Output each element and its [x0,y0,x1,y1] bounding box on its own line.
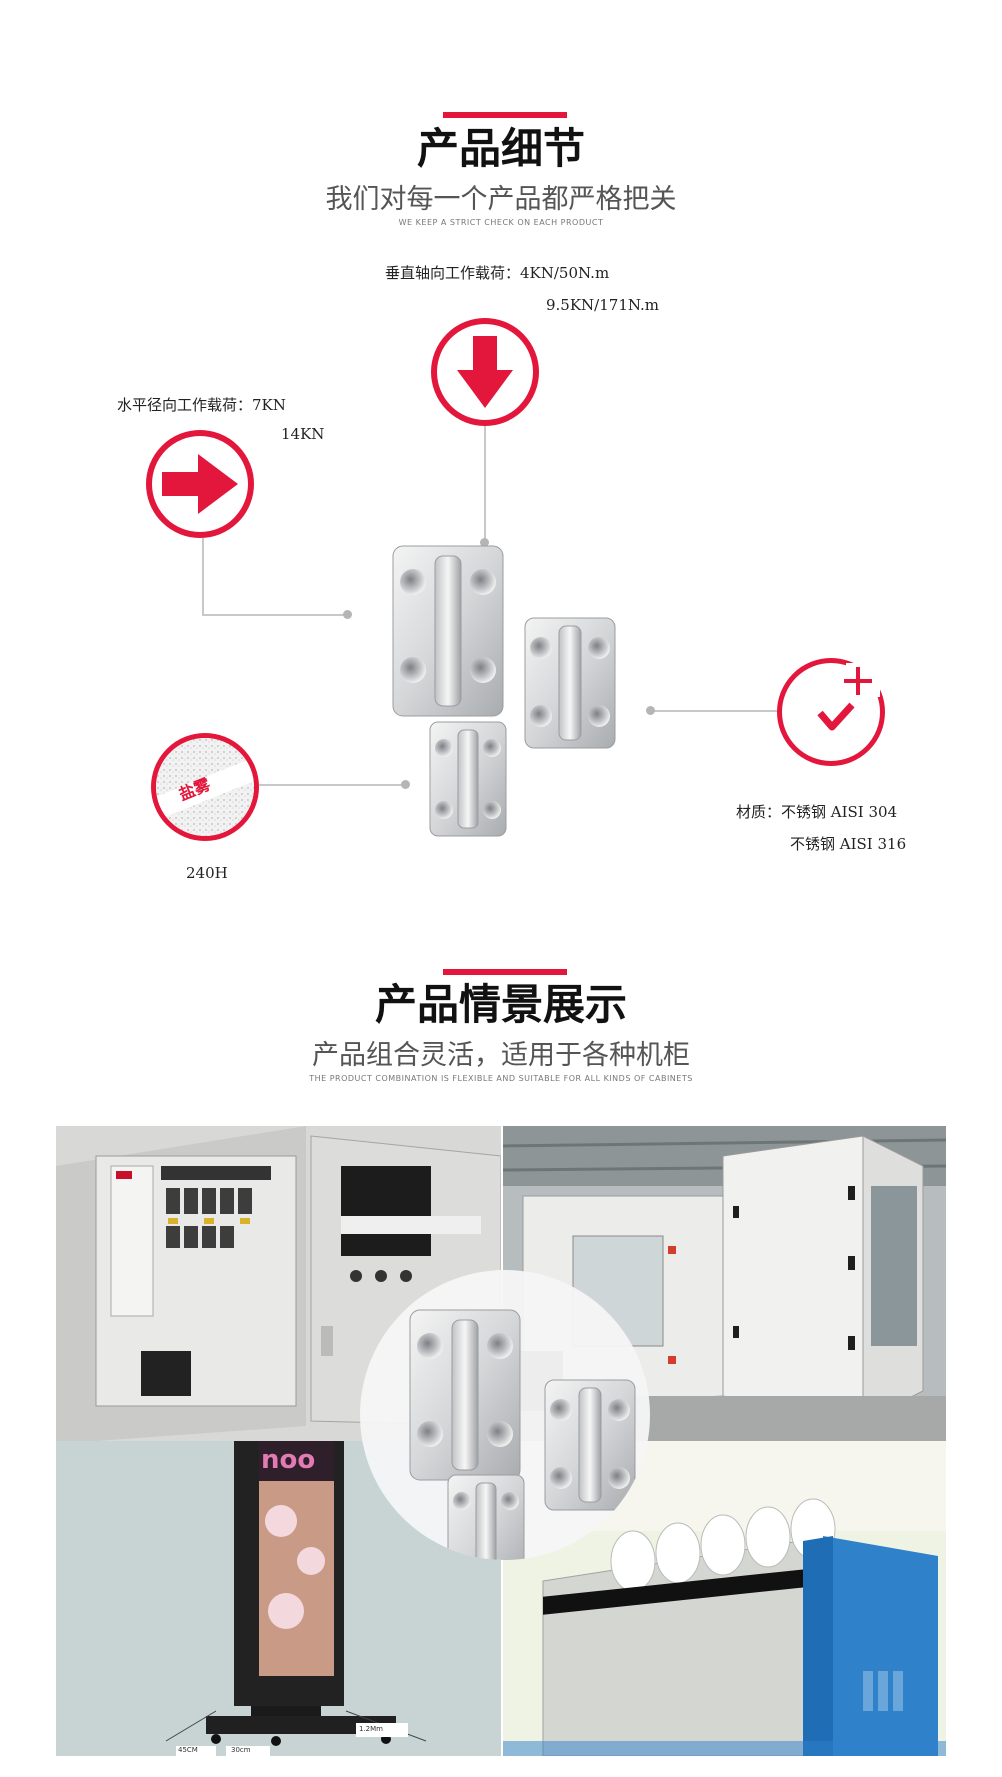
clock-plus-icon [817,663,880,731]
section-title-scenes: 产品情景展示 [374,980,627,1029]
arrow-down-icon [457,336,513,408]
section-tagline-scenes: THE PRODUCT COMBINATION IS FLEXIBLE AND … [309,1074,693,1083]
section-title-details: 产品细节 [416,124,585,173]
dimension-label-2: 30cm [231,1746,251,1754]
salt-spray-hours: 240H [186,864,228,882]
vertical-load-value-2: 9.5KN/171N.m [546,296,660,314]
connector-dot-vertical [480,538,489,547]
hinge-product-image [392,545,616,837]
connector-salt [259,784,403,786]
title-accent-bar [443,112,567,118]
section-subtitle-details: 我们对每一个产品都严格把关 [325,184,677,215]
salt-spray-badge: 盐雾 [151,733,259,841]
vertical-load-badge [431,318,539,426]
horizontal-load-badge [146,430,254,538]
horizontal-load-value-2: 14KN [281,425,325,443]
hinge-cluster-icon [409,1309,636,1560]
lightbox-screen-text: noo [261,1445,316,1475]
scene-textile-machine-photo [503,1441,946,1756]
arrow-right-icon [162,454,238,514]
salt-spray-icon [156,738,254,836]
connector-dot-material [646,706,655,715]
connector-horizontal-v [202,538,204,616]
connector-material [652,710,777,712]
scene-electrical-cabinet-photo [56,1126,501,1441]
dimension-label-1: 45CM [178,1746,198,1754]
section-subtitle-scenes: 产品组合灵活，适用于各种机柜 [312,1040,690,1071]
connector-dot-horizontal [343,610,352,619]
connector-horizontal-h [202,614,348,616]
connector-vertical [484,426,486,544]
material-label: 材质：不锈钢 AISI 304 [736,803,898,821]
horizontal-load-label: 水平径向工作载荷：7KN [117,396,286,414]
title-accent-bar-2 [443,969,567,975]
section-tagline-details: WE KEEP A STRICT CHECK ON EACH PRODUCT [398,218,604,227]
connector-dot-salt [401,780,410,789]
vertical-load-label: 垂直轴向工作载荷：4KN/50N.m [385,264,610,282]
material-value-2: 不锈钢 AISI 316 [790,835,907,853]
material-badge [777,658,885,766]
dimension-label-3: 1.2Mm [359,1725,383,1733]
scene-hinge-overlay [360,1270,650,1560]
